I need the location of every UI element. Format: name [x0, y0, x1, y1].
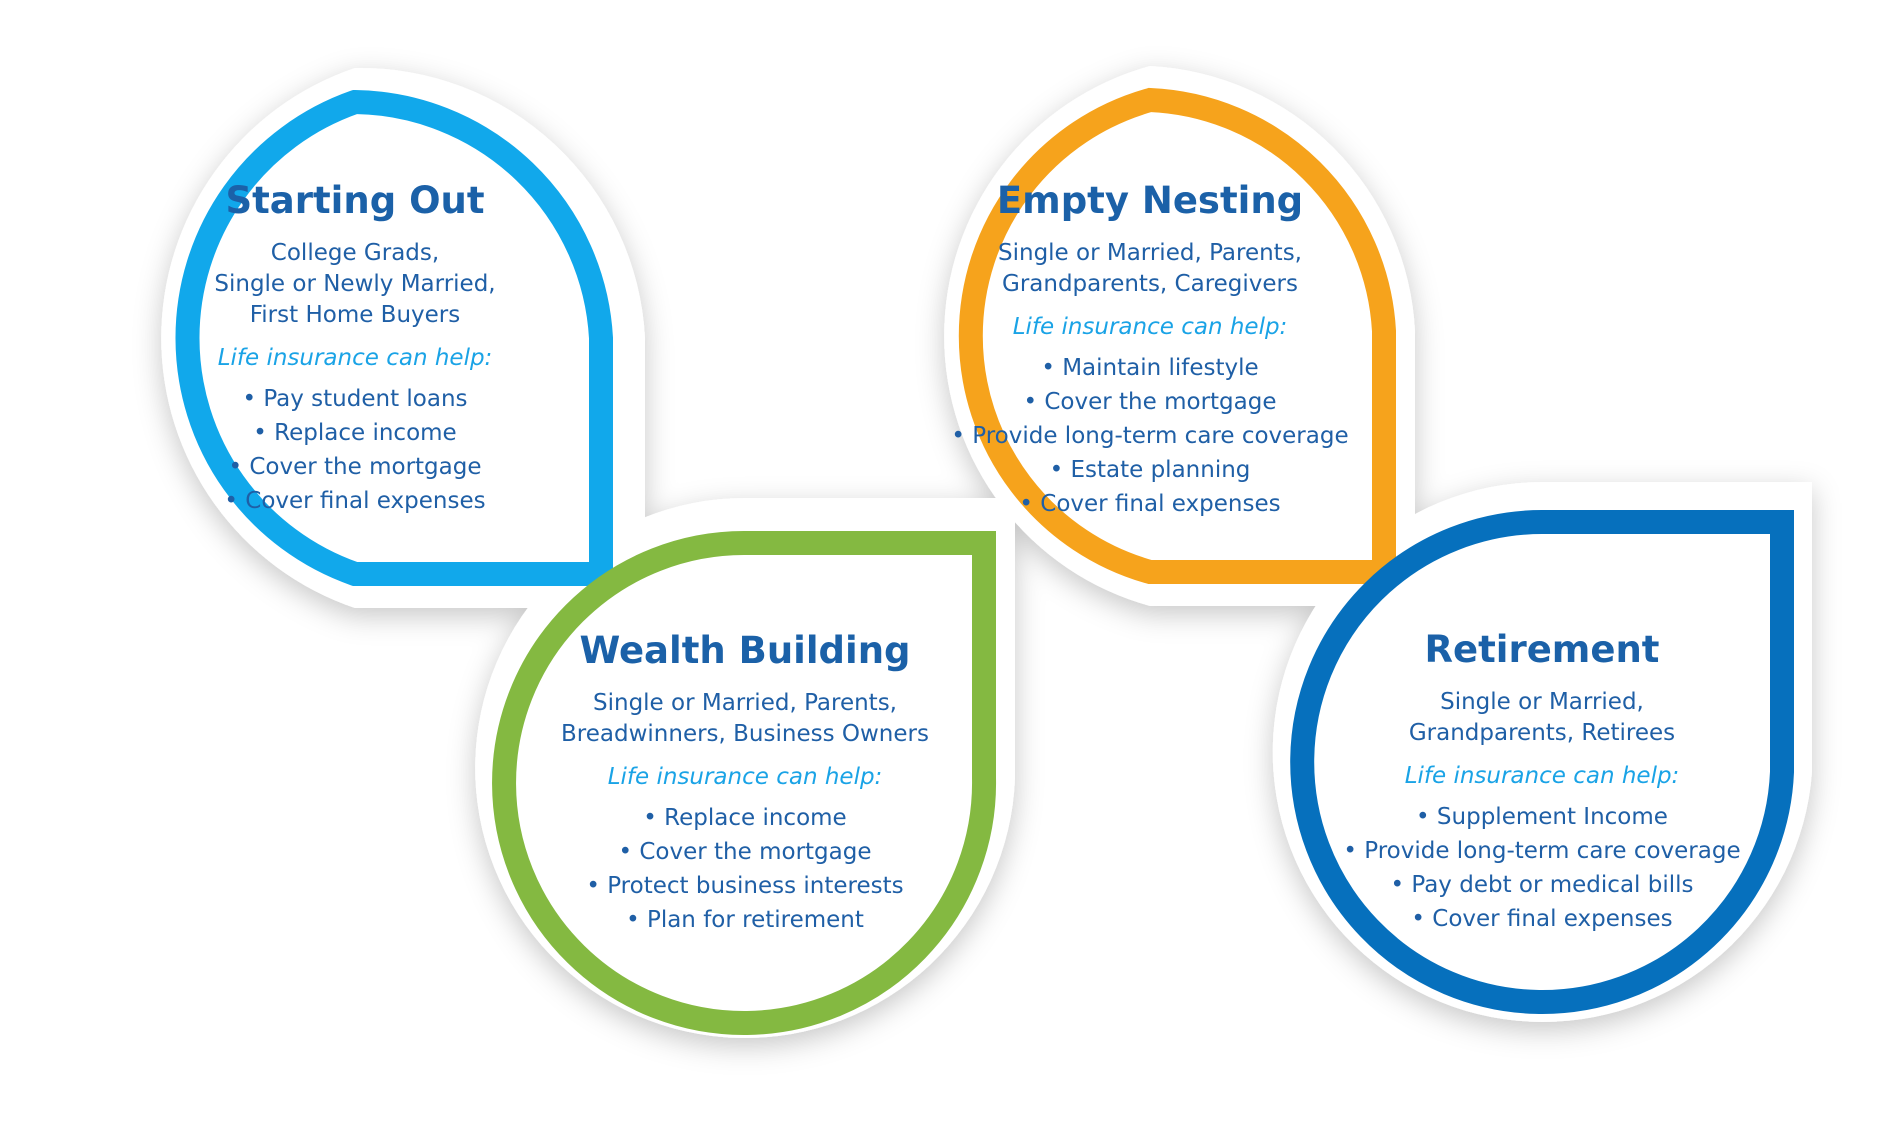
benefit-item: • Cover final expenses [1411, 906, 1673, 932]
audience-line: Single or Married, Parents, [998, 240, 1302, 266]
audience-line: Grandparents, Retirees [1408, 720, 1676, 746]
stage-title: Starting Out [225, 179, 485, 222]
benefit-item: • Replace income [253, 420, 457, 446]
starting-out-backing [161, 67, 645, 608]
help-label: Life insurance can help: [607, 764, 883, 790]
benefit-item: • Pay student loans [242, 386, 468, 412]
stage-wealth-building: Wealth Building Single or Married, Paren… [545, 628, 945, 937]
help-label: Life insurance can help: [217, 345, 493, 371]
starting-out-ring [175, 89, 613, 586]
benefit-item: • Cover the mortgage [618, 839, 872, 865]
audience-line: Single or Married, Parents, [593, 690, 897, 716]
stage-title: Empty Nesting [996, 179, 1304, 222]
empty-nesting-ring [958, 87, 1396, 584]
audience-line: Single or Married, [1440, 689, 1644, 715]
retirement-ring [1290, 510, 1794, 1014]
benefit-item: • Provide long-term care coverage [1343, 838, 1741, 864]
audience-line: Grandparents, Caregivers [1002, 271, 1298, 297]
backing-shapes [161, 66, 1812, 1038]
benefit-item: • Cover final expenses [224, 488, 486, 514]
benefit-item: • Estate planning [1049, 457, 1251, 483]
audience-line: First Home Buyers [249, 302, 461, 328]
benefit-item: • Replace income [643, 805, 847, 831]
stage-retirement: Retirement Single or Married, Grandparen… [1342, 627, 1742, 936]
audience-line: College Grads, [270, 240, 440, 266]
retirement-backing [1272, 482, 1812, 1022]
stage-title: Retirement [1424, 628, 1660, 671]
wealth-building-ring [492, 530, 997, 1035]
stage-starting-out: Starting Out College Grads, Single or Ne… [155, 178, 555, 518]
benefit-item: • Cover final expenses [1019, 491, 1281, 517]
audience-line: Single or Newly Married, [214, 271, 496, 297]
audience-line: Breadwinners, Business Owners [561, 721, 929, 747]
help-label: Life insurance can help: [1012, 314, 1288, 340]
benefit-item: • Protect business interests [586, 873, 904, 899]
benefit-item: • Cover the mortgage [1023, 389, 1277, 415]
benefit-item: • Provide long-term care coverage [951, 423, 1349, 449]
benefit-item: • Maintain lifestyle [1041, 355, 1259, 381]
stage-title: Wealth Building [579, 629, 911, 672]
benefit-item: • Supplement Income [1416, 804, 1668, 830]
help-label: Life insurance can help: [1404, 763, 1680, 789]
stage-empty-nesting: Empty Nesting Single or Married, Parents… [950, 178, 1350, 521]
wealth-building-backing [475, 498, 1015, 1038]
benefit-item: • Pay debt or medical bills [1390, 872, 1694, 898]
empty-nesting-backing [944, 66, 1415, 606]
benefit-item: • Plan for retirement [626, 907, 864, 933]
benefit-item: • Cover the mortgage [228, 454, 482, 480]
